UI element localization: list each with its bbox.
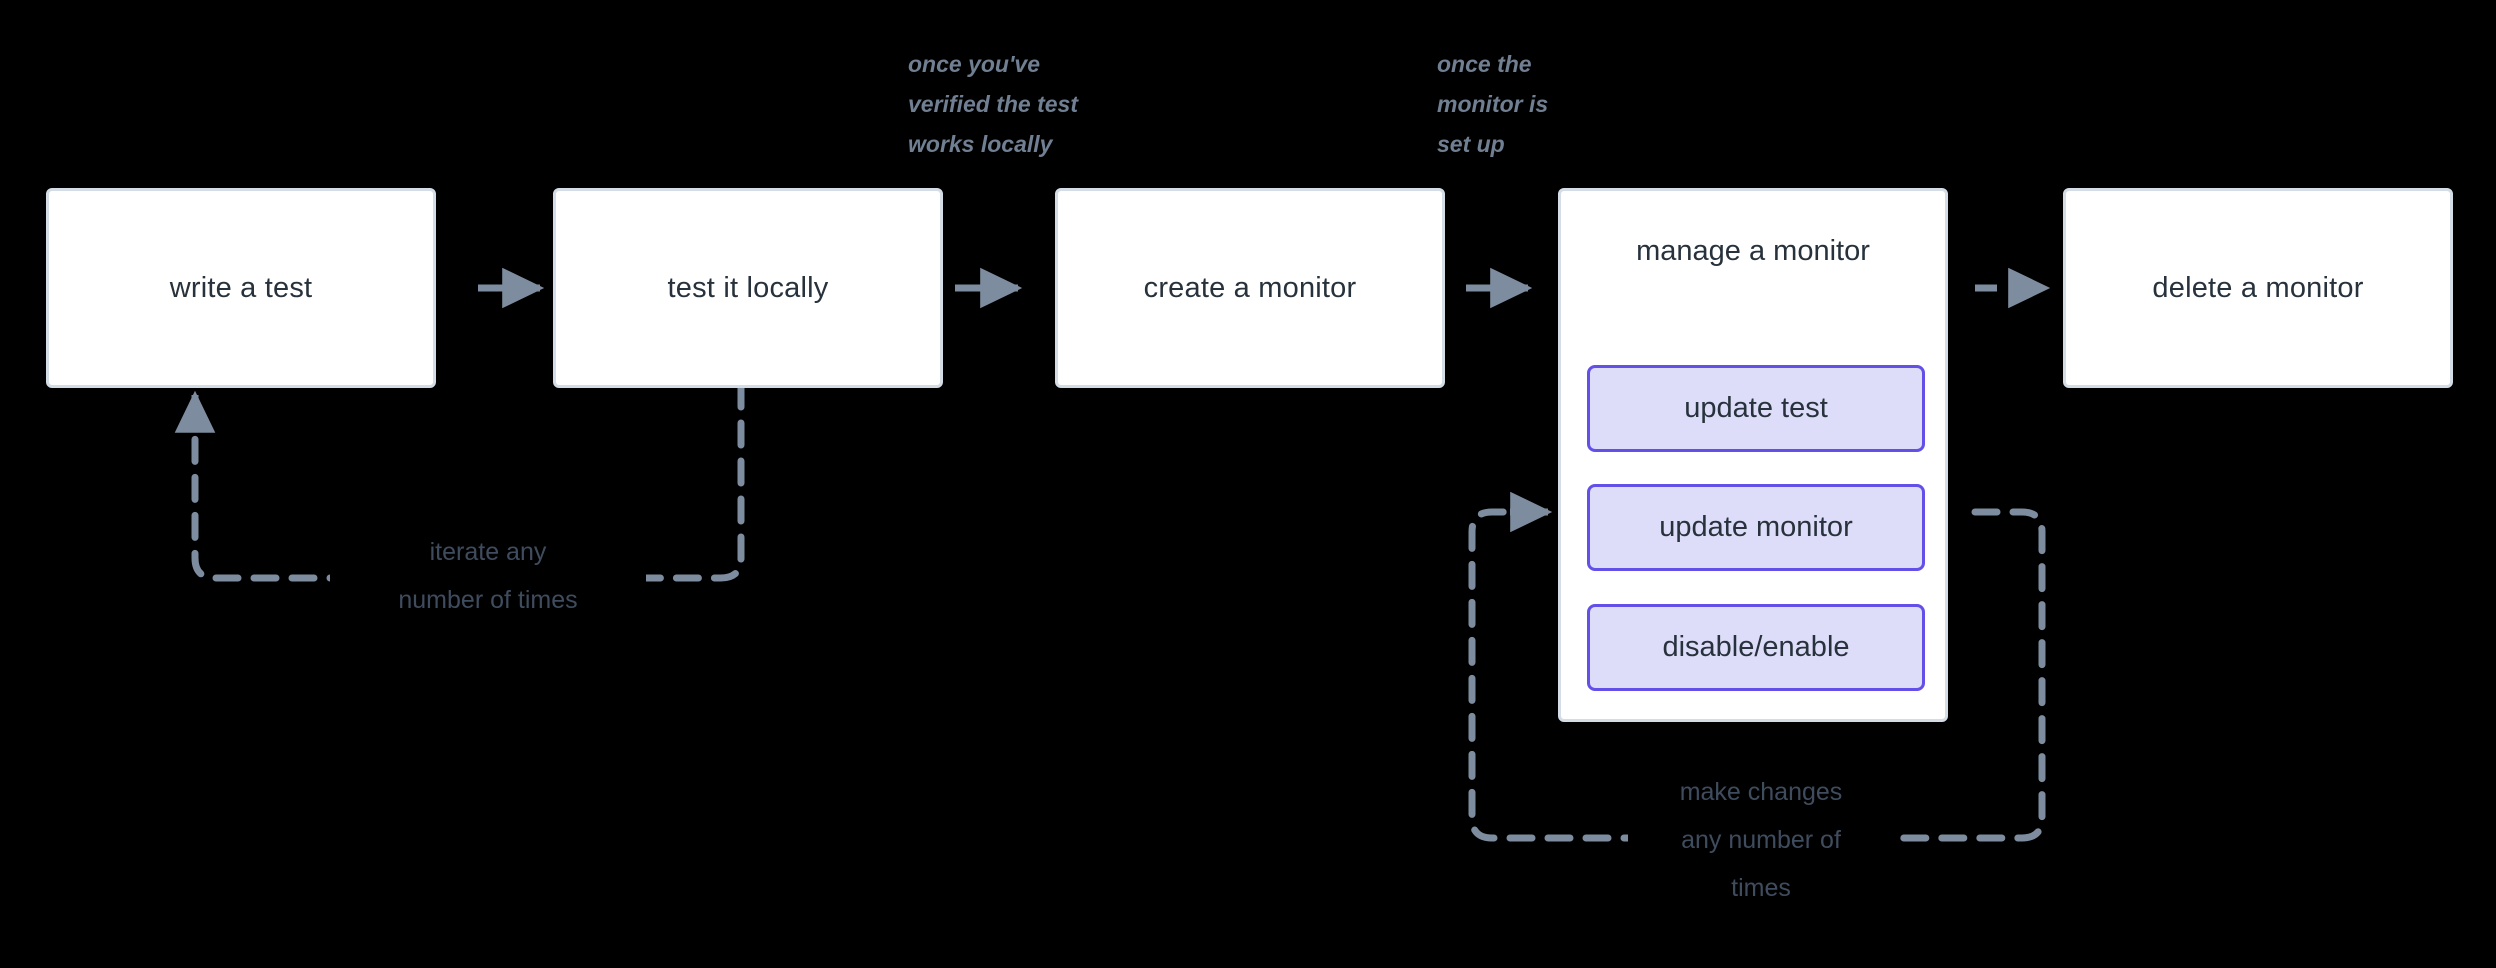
edge-label-make-changes-loop: make changes any number of times <box>1628 768 1894 912</box>
node-manage-a-monitor[interactable]: manage a monitor update test update moni… <box>1558 188 1948 722</box>
subnode-update-test[interactable]: update test <box>1587 365 1925 452</box>
node-create-a-monitor[interactable]: create a monitor <box>1055 188 1445 388</box>
subnode-label-disable-enable: disable/enable <box>1662 631 1850 663</box>
node-label-delete-a-monitor: delete a monitor <box>2152 271 2364 304</box>
annotation-verified: once you've verified the test works loca… <box>908 51 1078 157</box>
subnode-update-monitor[interactable]: update monitor <box>1587 484 1925 571</box>
node-label-write-a-test: write a test <box>169 271 313 304</box>
node-write-a-test[interactable]: write a test <box>46 188 436 388</box>
node-delete-a-monitor[interactable]: delete a monitor <box>2063 188 2453 388</box>
node-label-create-a-monitor: create a monitor <box>1143 271 1357 304</box>
subnode-label-update-monitor: update monitor <box>1659 511 1853 543</box>
node-test-it-locally[interactable]: test it locally <box>553 188 943 388</box>
subnode-label-update-test: update test <box>1684 392 1828 424</box>
node-label-manage-a-monitor: manage a monitor <box>1636 235 1870 267</box>
edge-label-iterate-loop: iterate any number of times <box>330 528 646 624</box>
annotation-setup: once the monitor is set up <box>1437 51 1549 157</box>
node-label-test-it-locally: test it locally <box>667 271 829 304</box>
subnode-disable-enable[interactable]: disable/enable <box>1587 604 1925 691</box>
